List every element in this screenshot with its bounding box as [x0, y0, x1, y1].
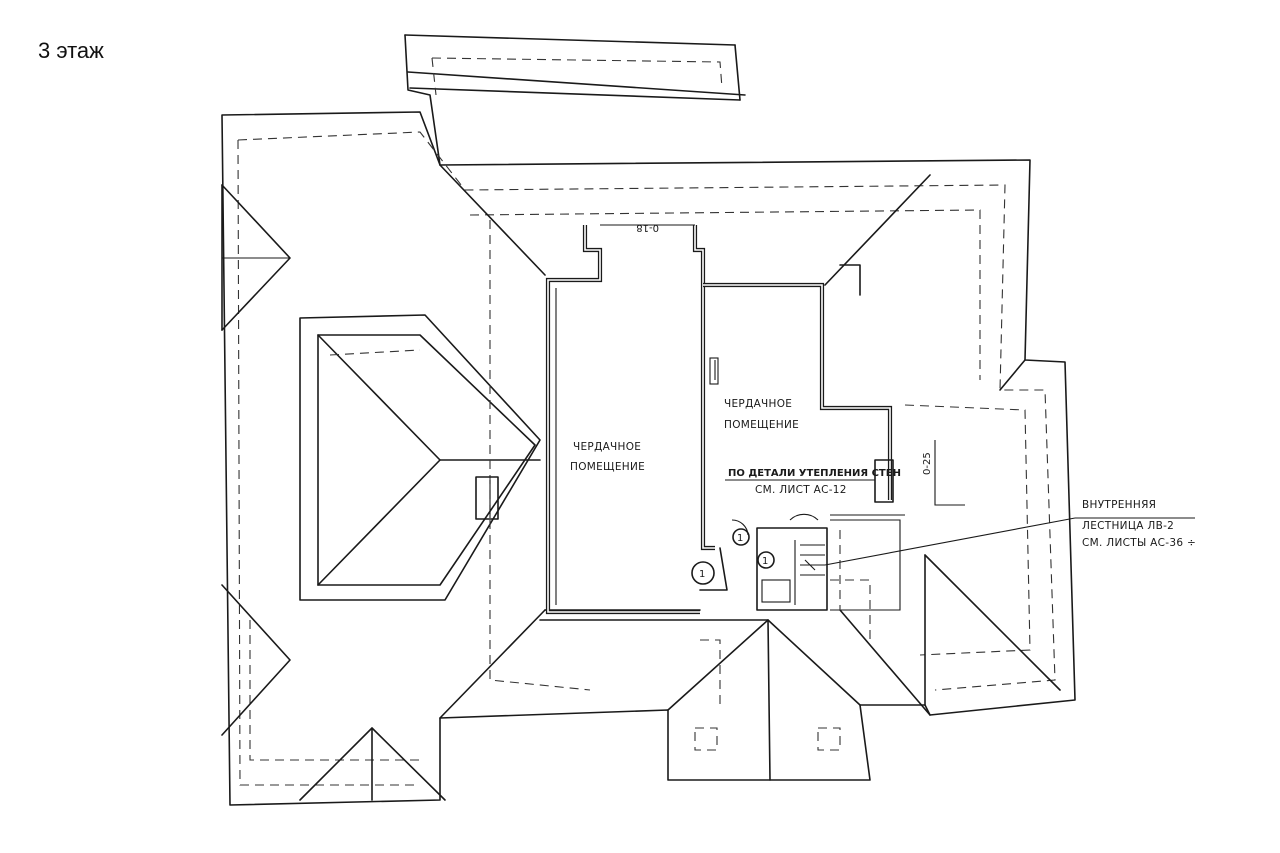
callout-3: 1 [691, 561, 715, 585]
insulation-note-line1: ПО ДЕТАЛИ УТЕПЛЕНИЯ СТЕН [728, 468, 901, 479]
floor-title: 3 этаж [38, 38, 104, 63]
callout-2: 1 [757, 551, 775, 569]
roof-outline [221, 111, 1076, 806]
dimension-right: 0-25 [922, 452, 933, 475]
stair-note-line3: СМ. ЛИСТЫ АС-36 ÷ [1082, 537, 1196, 549]
bottom-gable [539, 609, 861, 781]
room-label-left-2: ПОМЕЩЕНИЕ [570, 461, 645, 473]
stair-note-line1: ВНУТРЕННЯЯ [1082, 499, 1156, 511]
roof-hips [221, 164, 1061, 801]
dimension-tick [934, 440, 965, 506]
svg-text:1: 1 [737, 533, 743, 544]
stair-leader [824, 517, 1195, 566]
svg-text:1: 1 [699, 569, 705, 580]
room-label-right-1: ЧЕРДАЧНОЕ [724, 398, 792, 410]
stair-core [699, 513, 905, 640]
room-label-right-2: ПОМЕЩЕНИЕ [724, 419, 799, 431]
stair-note-line2: ЛЕСТНИЦА ЛВ-2 [1082, 520, 1174, 532]
top-roof-extension [404, 34, 746, 166]
insulation-note-line2: СМ. ЛИСТ АС-12 [755, 484, 847, 496]
svg-text:1: 1 [762, 556, 768, 567]
roof-eaves-dashed [237, 131, 1056, 786]
callout-1: 1 [732, 528, 750, 546]
attic-walls [475, 224, 894, 615]
room-label-left-1: ЧЕРДАЧНОЕ [573, 441, 641, 453]
dimension-top: 0-18 [636, 222, 659, 233]
